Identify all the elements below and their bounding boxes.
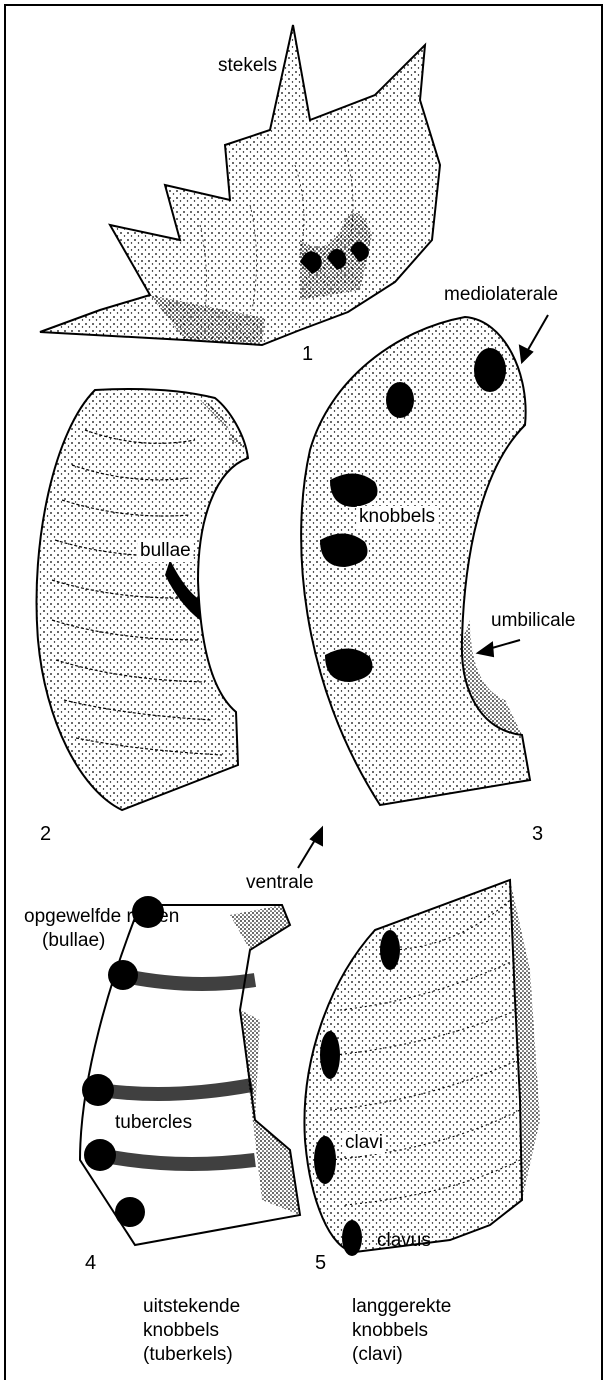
label-ventral: ventrale [246, 872, 314, 894]
arrow-mediolateral-head [520, 346, 532, 362]
label-knobs: knobbels [357, 506, 437, 528]
label-clavi: clavi [343, 1132, 385, 1154]
label-bullae: bullae [138, 540, 193, 562]
figure-number-5: 5 [315, 1252, 326, 1274]
caption-clavi-line-3: (clavi) [352, 1343, 451, 1367]
caption-tubercles: uitstekende knobbels (tuberkels) [143, 1295, 240, 1367]
fossil-clavate-fragment [304, 880, 540, 1256]
figure-number-4: 4 [85, 1252, 96, 1274]
label-spines: stekels [218, 55, 277, 77]
caption-clavi-line-1: langgerekte [352, 1295, 451, 1319]
arrow-mediolateral [525, 315, 548, 355]
figure-number-3: 3 [532, 823, 543, 845]
label-mediolateral: mediolaterale [444, 284, 558, 306]
figure-number-2: 2 [40, 823, 51, 845]
label-umbilical: umbilicale [491, 610, 575, 632]
caption-tubercles-line-2: knobbels [143, 1319, 240, 1343]
arrow-umbilical-head [478, 643, 493, 656]
caption-clavi: langgerekte knobbels (clavi) [352, 1295, 451, 1367]
caption-tubercles-line-1: uitstekende [143, 1295, 240, 1319]
caption-bullae: opgewelfde ribben (bullae) [24, 905, 179, 953]
figure-number-1: 1 [302, 343, 313, 365]
caption-bullae-line-2: (bullae) [24, 929, 179, 953]
caption-clavi-line-2: knobbels [352, 1319, 451, 1343]
caption-tubercles-line-3: (tuberkels) [143, 1343, 240, 1367]
label-tubercles: tubercles [113, 1112, 194, 1134]
fossil-ribbed-fragment [37, 389, 248, 810]
fossil-knobbed-fragment [301, 317, 530, 805]
label-clavus: clavus [377, 1230, 431, 1252]
caption-bullae-line-1: opgewelfde ribben [24, 905, 179, 929]
